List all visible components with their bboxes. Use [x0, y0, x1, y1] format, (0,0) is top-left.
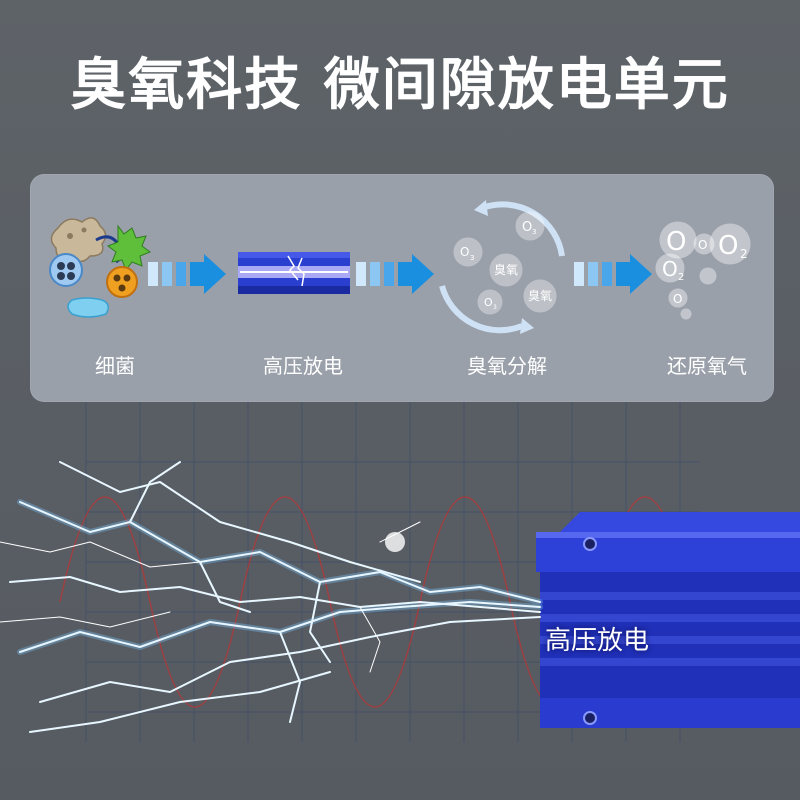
svg-text:O: O	[698, 238, 707, 252]
step-bacteria: 细菌	[30, 174, 200, 402]
svg-text:O: O	[460, 245, 469, 259]
flow-arrow-icon	[574, 254, 652, 294]
discharge-scene	[0, 402, 800, 742]
svg-text:O: O	[522, 220, 532, 235]
lightning-icon	[0, 461, 543, 733]
step-label: 还原氧气	[667, 354, 747, 378]
svg-text:3: 3	[470, 254, 474, 262]
step-label: 细菌	[95, 354, 135, 378]
step-discharge: 高压放电	[218, 174, 388, 402]
discharge-device	[536, 512, 800, 728]
svg-text:O: O	[484, 296, 493, 309]
device-label: 高压放电	[545, 626, 650, 656]
svg-text:臭氧: 臭氧	[494, 262, 518, 277]
step-ozone-decompose: O 3 臭氧 O 3 臭氧 O 3 臭氧分解	[422, 174, 592, 402]
svg-text:O: O	[666, 227, 686, 257]
svg-text:2: 2	[678, 272, 684, 283]
step-label: 高压放电	[263, 354, 343, 378]
bacteria-icon	[49, 217, 152, 318]
page-title: 臭氧科技 微间隙放电单元	[70, 53, 730, 118]
svg-text:O: O	[673, 292, 682, 306]
ozone-cycle-icon: O 3 臭氧 O 3 臭氧 O 3	[439, 200, 565, 334]
svg-text:2: 2	[740, 247, 748, 261]
oxygen-bubbles-icon: O O 2 O O 2 O	[655, 221, 751, 320]
svg-text:O: O	[718, 231, 738, 261]
svg-text:O: O	[662, 257, 678, 281]
discharge-module-icon	[238, 252, 350, 294]
svg-text:3: 3	[493, 304, 497, 311]
flow-arrow-icon	[356, 254, 434, 294]
step-oxygen-restore: O O 2 O O 2 O 还原氧气	[622, 174, 792, 402]
step-label: 臭氧分解	[467, 354, 547, 378]
svg-text:臭氧: 臭氧	[528, 288, 552, 303]
flow-arrow-icon	[148, 254, 226, 294]
process-panel: 细菌 高压放电	[30, 174, 774, 402]
svg-text:3: 3	[532, 228, 536, 236]
